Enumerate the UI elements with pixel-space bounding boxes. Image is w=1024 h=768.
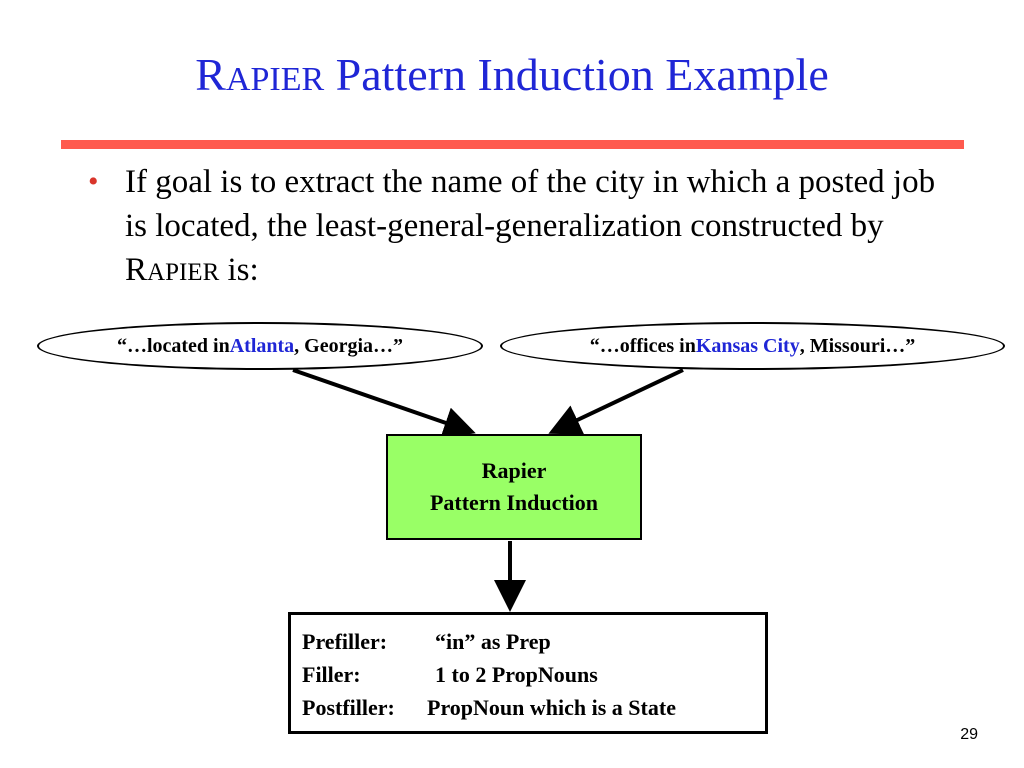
output-postfiller-row: Postfiller: PropNoun which is a State [302, 691, 765, 724]
title-divider [61, 140, 964, 149]
bullet-r-letter: R [125, 252, 148, 288]
filler-value: 1 to 2 PropNouns [435, 662, 598, 687]
process-line2: Pattern Induction [429, 490, 599, 515]
prefiller-value: “in” as Prep [435, 629, 551, 654]
filler-key: Filler: [302, 662, 361, 687]
prefiller-key: Prefiller: [302, 629, 388, 654]
example-right-before: “…offices in [589, 334, 696, 357]
example-right-ellipse: “…offices in Kansas City, Missouri…” [500, 322, 1005, 370]
bullet-text-part2: is: [219, 252, 259, 288]
example-left-after: , Georgia…” [294, 334, 404, 357]
postfiller-key: Postfiller: [302, 695, 395, 720]
example-left-highlight: Atlanta [229, 334, 295, 357]
process-box: Rapier Pattern Induction [386, 434, 642, 540]
bullet-marker: • [88, 165, 99, 198]
arrow-right-to-process [548, 368, 684, 435]
example-left-ellipse: “…located in Atlanta, Georgia…” [37, 322, 483, 370]
process-line1: Rapier [481, 458, 547, 483]
example-right-highlight: Kansas City [695, 334, 800, 357]
postfiller-value: PropNoun which is a State [427, 695, 676, 720]
title-r-letter: R [195, 49, 226, 100]
bullet-text-part1: If goal is to extract the name of the ci… [125, 164, 936, 244]
title-small-caps: APIER [225, 61, 325, 98]
example-right-after: , Missouri…” [799, 334, 916, 357]
output-filler-row: Filler: 1 to 2 PropNouns [302, 658, 765, 691]
page-number: 29 [960, 726, 978, 743]
output-box: Prefiller: “in” as Prep Filler: 1 to 2 Pro… [288, 612, 768, 734]
example-left-before: “…located in [116, 334, 230, 357]
output-prefiller-row: Prefiller: “in” as Prep [302, 625, 765, 658]
slide-title: RAPIER Pattern Induction Example [0, 52, 1024, 98]
bullet-small-caps: APIER [147, 259, 220, 286]
bullet-text: If goal is to extract the name of the ci… [125, 160, 955, 295]
title-rest: Pattern Induction Example [324, 49, 829, 100]
arrow-left-to-process [292, 368, 476, 438]
